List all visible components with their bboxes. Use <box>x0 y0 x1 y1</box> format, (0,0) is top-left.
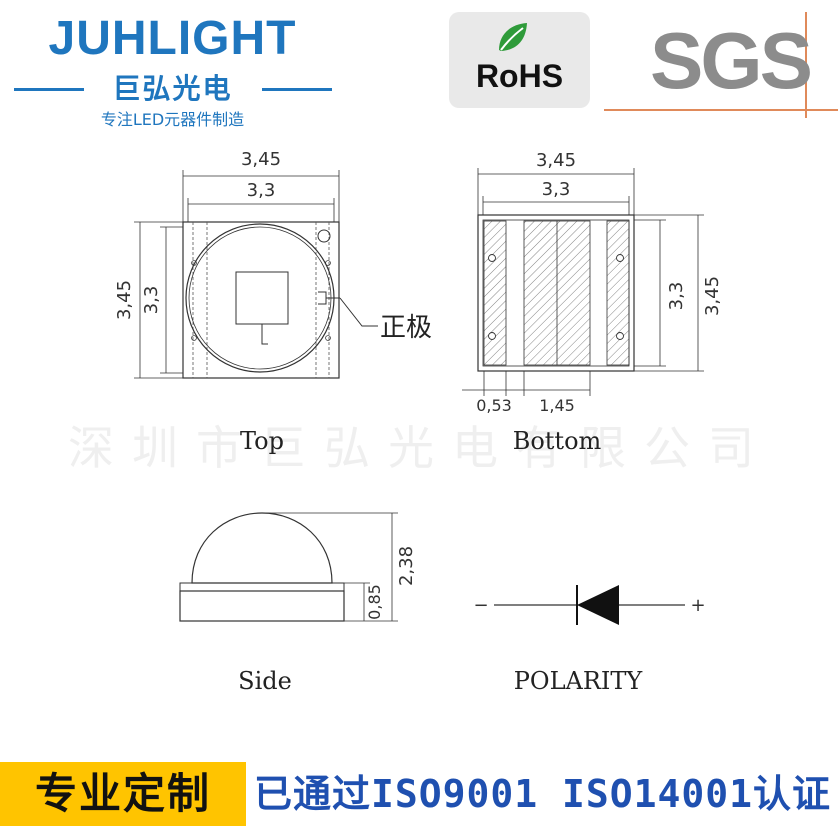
polarity-label: POLARITY <box>514 667 644 695</box>
bottom-pad-left <box>483 220 507 366</box>
brand-tagline: 专注LED元器件制造 <box>100 110 245 129</box>
bottom-height-inner-label: 3,3 <box>666 282 687 311</box>
bottom-height-outer-label: 3,45 <box>702 276 723 316</box>
side-height-dims <box>262 512 398 622</box>
brand-divider-right <box>262 88 332 91</box>
side-view: 2,38 0,85 Side <box>179 512 417 695</box>
bottom-view: 3,45 3,3 3,3 3,45 0,53 1,45 Bottom <box>462 150 723 455</box>
led-dimension-drawing: 正极 3,45 3,3 3,45 3,3 Top <box>114 149 723 695</box>
top-anode-notch <box>318 291 327 305</box>
sgs-mark: SGS <box>604 12 838 118</box>
iso-certification-text: 已通过ISO9001 ISO14001认证 <box>254 772 832 816</box>
bottom-view-label: Bottom <box>513 427 602 455</box>
sgs-label: SGS <box>650 16 813 105</box>
brand-divider-left <box>14 88 84 91</box>
polarity-symbol: − + POLARITY <box>473 585 706 695</box>
top-via <box>191 260 197 266</box>
anode-leader-line <box>339 297 378 327</box>
leaf-icon <box>499 23 527 51</box>
bottom-width-inner-label: 3,3 <box>542 179 571 200</box>
top-bond-wire <box>261 324 268 345</box>
side-base-height-label: 0,85 <box>365 584 384 620</box>
rohs-label: RoHS <box>475 58 564 94</box>
bottom-pad-gap-label: 1,45 <box>539 396 575 415</box>
top-height-inner-label: 3,3 <box>141 286 162 315</box>
company-watermark: 深圳市巨弘光电有限公司 <box>68 421 772 475</box>
custom-made-label: 专业定制 <box>34 769 211 818</box>
rohs-badge: RoHS <box>449 12 590 108</box>
brand-logo: JUHLIGHT 巨弘光电 专注LED元器件制造 <box>10 14 335 134</box>
bottom-body-outline <box>477 214 635 372</box>
top-lens-outer <box>185 223 335 373</box>
top-width-outer-label: 3,45 <box>241 149 281 170</box>
top-height-dims <box>134 221 183 379</box>
top-view-label: Top <box>240 427 284 455</box>
diode-triangle-icon <box>577 585 619 625</box>
top-via <box>191 335 197 341</box>
top-view: 正极 3,45 3,3 3,45 3,3 Top <box>114 149 432 455</box>
side-view-label: Side <box>238 667 292 695</box>
bottom-width-outer-label: 3,45 <box>536 150 576 171</box>
bottom-via <box>616 254 624 262</box>
sgs-crosshair-icon <box>604 12 838 118</box>
polarity-positive: + <box>690 595 705 616</box>
bottom-via <box>616 332 624 340</box>
bottom-pad-right <box>606 220 630 366</box>
top-lens-inner <box>188 226 332 370</box>
brand-name-cn: 巨弘光电 <box>112 72 233 105</box>
top-width-inner-label: 3,3 <box>247 180 276 201</box>
top-via <box>325 260 331 266</box>
side-lens-rim <box>179 582 345 592</box>
brand-cn-row: 巨弘光电 <box>10 72 335 106</box>
bottom-via <box>488 332 496 340</box>
side-lens-dome <box>191 512 333 584</box>
custom-made-badge: 专业定制 <box>0 762 246 826</box>
bottom-height-dims <box>634 214 704 372</box>
top-body-outline <box>182 221 340 379</box>
bottom-width-dims <box>477 168 635 215</box>
top-width-dims <box>182 170 340 222</box>
bottom-via <box>488 254 496 262</box>
side-base <box>179 590 345 622</box>
brand-name: JUHLIGHT <box>48 12 297 65</box>
top-chip <box>235 271 289 325</box>
bottom-pad-dims <box>462 371 591 396</box>
top-via <box>325 335 331 341</box>
top-marker-circle <box>317 229 331 243</box>
side-total-height-label: 2,38 <box>396 546 417 586</box>
top-pad-hidden-lines <box>192 222 330 378</box>
polarity-negative: − <box>473 595 488 616</box>
top-height-outer-label: 3,45 <box>114 280 135 320</box>
bottom-pad-width-label: 0,53 <box>476 396 512 415</box>
anode-label: 正极 <box>380 313 432 343</box>
